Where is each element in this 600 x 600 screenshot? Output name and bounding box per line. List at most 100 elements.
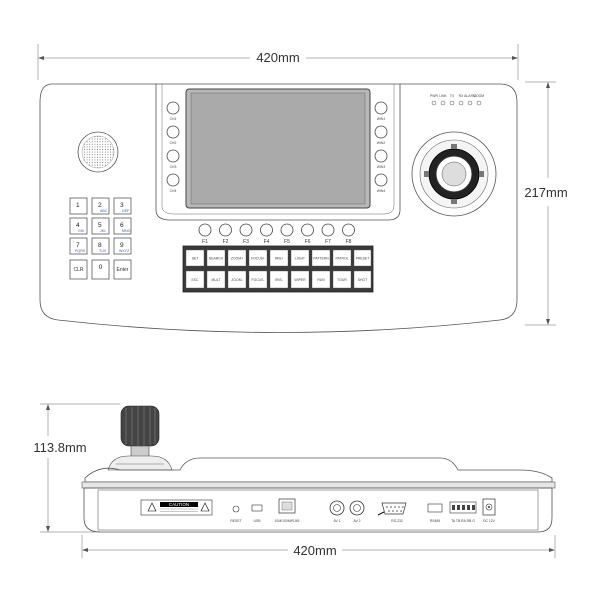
indicator-label-link: LINK bbox=[439, 94, 447, 98]
control-key[interactable]: RUN bbox=[311, 270, 331, 289]
ch1-button[interactable] bbox=[166, 101, 180, 115]
svg-text:PQRS: PQRS bbox=[75, 249, 86, 253]
indicator-label-zoom: ZOOM bbox=[474, 94, 484, 98]
indicator-led bbox=[449, 100, 455, 106]
ethernet-port[interactable]: 10M/100M/RJ45 bbox=[275, 498, 300, 523]
ch1-label: CH1 bbox=[170, 117, 177, 121]
svg-text:F7: F7 bbox=[325, 239, 331, 245]
front-height-dimension: 113.8mm bbox=[33, 403, 120, 533]
ch4-button[interactable] bbox=[166, 173, 180, 187]
f8-button[interactable] bbox=[342, 223, 355, 237]
svg-text:2: 2 bbox=[98, 202, 102, 209]
joystick[interactable] bbox=[411, 131, 497, 217]
svg-text:RESET: RESET bbox=[230, 519, 241, 523]
control-key[interactable]: FOCUS- bbox=[248, 270, 268, 289]
power-port[interactable]: DC 12V bbox=[482, 498, 496, 523]
indicator-led bbox=[476, 100, 482, 106]
ch3-button[interactable] bbox=[166, 149, 180, 163]
reset-port[interactable]: RESET bbox=[230, 505, 242, 523]
control-key[interactable]: TOUR bbox=[332, 270, 352, 289]
control-key[interactable]: PATROL bbox=[332, 249, 352, 267]
keypad-key[interactable]: Enter bbox=[113, 259, 132, 280]
f7-button[interactable] bbox=[321, 223, 335, 237]
win4-button[interactable] bbox=[374, 173, 388, 187]
f2-button[interactable] bbox=[219, 223, 232, 237]
control-key[interactable]: FOCUS+ bbox=[248, 249, 268, 267]
control-key[interactable]: LIGHT bbox=[290, 249, 310, 267]
svg-text:F8: F8 bbox=[346, 239, 352, 245]
keypad-key[interactable]: 1 bbox=[69, 197, 88, 215]
svg-text:CLR: CLR bbox=[73, 267, 83, 273]
svg-text:6: 6 bbox=[120, 222, 124, 229]
f1-button[interactable] bbox=[198, 223, 212, 237]
win1-button[interactable] bbox=[374, 101, 388, 115]
svg-text:0: 0 bbox=[99, 264, 103, 271]
control-key[interactable]: ZOOM+ bbox=[227, 249, 247, 267]
rs485-port[interactable]: RS485 bbox=[427, 503, 443, 523]
video-port-1[interactable]: AV 1 bbox=[329, 500, 345, 523]
win2-button[interactable] bbox=[374, 125, 388, 139]
svg-text:SHOT: SHOT bbox=[358, 278, 367, 282]
control-key[interactable]: PRESET bbox=[353, 249, 372, 267]
front-height-label: 113.8mm bbox=[33, 440, 86, 455]
indicator-label-rx: RX bbox=[459, 94, 464, 98]
svg-text:4: 4 bbox=[76, 222, 80, 229]
ch2-button[interactable] bbox=[166, 125, 180, 139]
win1-label: WIN1 bbox=[377, 117, 386, 121]
control-key[interactable]: SEARCH bbox=[206, 249, 226, 267]
svg-text:GHI: GHI bbox=[78, 229, 84, 233]
keypad-key[interactable]: CLR bbox=[69, 259, 88, 280]
control-key[interactable]: SET bbox=[185, 249, 205, 267]
control-key[interactable]: SHOT bbox=[353, 270, 372, 289]
svg-text:F5: F5 bbox=[284, 239, 290, 245]
control-key[interactable]: ESC bbox=[185, 270, 205, 289]
control-key[interactable]: IRIS- bbox=[269, 270, 289, 289]
svg-text:5: 5 bbox=[98, 222, 102, 229]
svg-text:ESC: ESC bbox=[192, 278, 200, 282]
top-depth-dimension: 217mm bbox=[524, 81, 568, 326]
control-key[interactable]: MULT bbox=[206, 270, 226, 289]
svg-text:ZOOM+: ZOOM+ bbox=[231, 257, 243, 261]
terminal-block[interactable]: TA TB RA RB G bbox=[449, 501, 477, 523]
svg-text:IRIS+: IRIS+ bbox=[275, 257, 284, 261]
svg-text:F2: F2 bbox=[223, 239, 229, 245]
control-key[interactable]: PATTERN bbox=[311, 249, 331, 267]
svg-text:SEARCH: SEARCH bbox=[209, 257, 224, 261]
svg-text:F4: F4 bbox=[264, 239, 270, 245]
control-keys: SET SEARCH ZOOM+ FOCUS+ IRIS+ LIGHT PATT… bbox=[182, 245, 374, 293]
f6-button[interactable] bbox=[301, 223, 314, 237]
control-key[interactable]: IRIS+ bbox=[269, 249, 289, 267]
win3-button[interactable] bbox=[374, 149, 388, 163]
top-width-dimension: 420mm bbox=[37, 44, 519, 80]
svg-text:1: 1 bbox=[76, 202, 80, 209]
video-port-2[interactable]: AV 2 bbox=[349, 500, 365, 523]
svg-text:8: 8 bbox=[98, 242, 102, 249]
keypad-key[interactable]: 0 bbox=[91, 259, 110, 280]
svg-text:TUV: TUV bbox=[99, 249, 107, 253]
ch2-label: CH2 bbox=[170, 141, 177, 145]
control-key[interactable]: ZOOM- bbox=[227, 270, 247, 289]
serial-port[interactable]: RS-232 bbox=[377, 502, 407, 523]
usb-port[interactable]: USB bbox=[251, 504, 263, 523]
control-key[interactable]: WIPER bbox=[290, 270, 310, 289]
win4-label: WIN4 bbox=[377, 189, 386, 193]
f3-button[interactable] bbox=[239, 223, 253, 237]
f4-button[interactable] bbox=[260, 223, 273, 237]
svg-text:10M/100M/RJ45: 10M/100M/RJ45 bbox=[275, 519, 300, 523]
indicator-label-pwr: PWR bbox=[430, 94, 438, 98]
speaker-grille-icon bbox=[77, 131, 119, 173]
svg-text:DC 12V: DC 12V bbox=[483, 519, 496, 523]
svg-text:FOCUS-: FOCUS- bbox=[252, 278, 265, 282]
svg-text:IRIS-: IRIS- bbox=[275, 278, 283, 282]
f5-button[interactable] bbox=[280, 223, 294, 237]
